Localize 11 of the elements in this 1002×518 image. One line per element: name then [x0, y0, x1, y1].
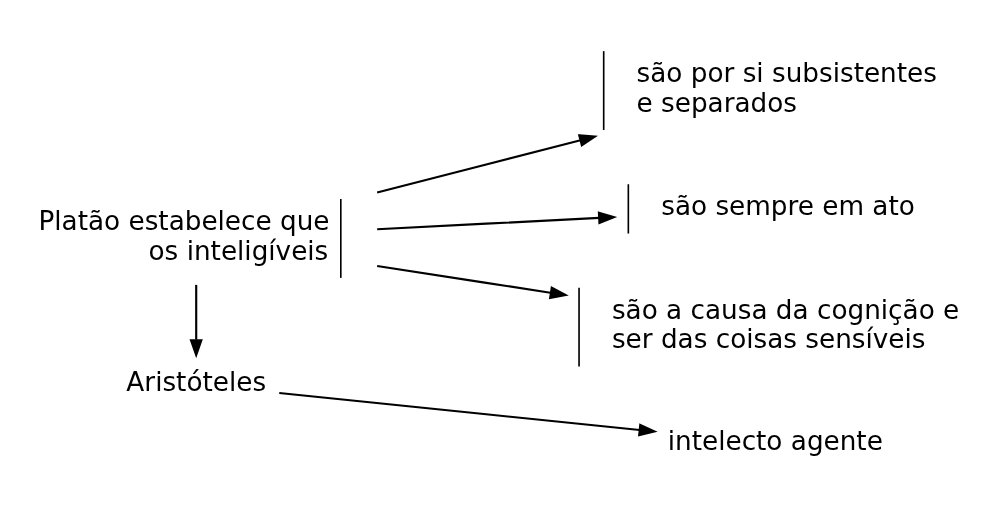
- arrow: [189, 284, 203, 359]
- arrow: [376, 134, 598, 194]
- node-text: intelecto agente: [667, 426, 883, 457]
- node-text: são a causa da cognição e ser das coisas sensíveis: [611, 294, 960, 355]
- node-text: são sempre em ato: [661, 191, 915, 222]
- node-text: são por si subsistentes e separados: [636, 58, 937, 118]
- node-text: Platão estabelece que os inteligíveis: [38, 205, 330, 266]
- arrow: [279, 392, 658, 437]
- arrow: [377, 211, 618, 231]
- arrow: [377, 265, 569, 300]
- node-text: Aristóteles: [126, 366, 267, 397]
